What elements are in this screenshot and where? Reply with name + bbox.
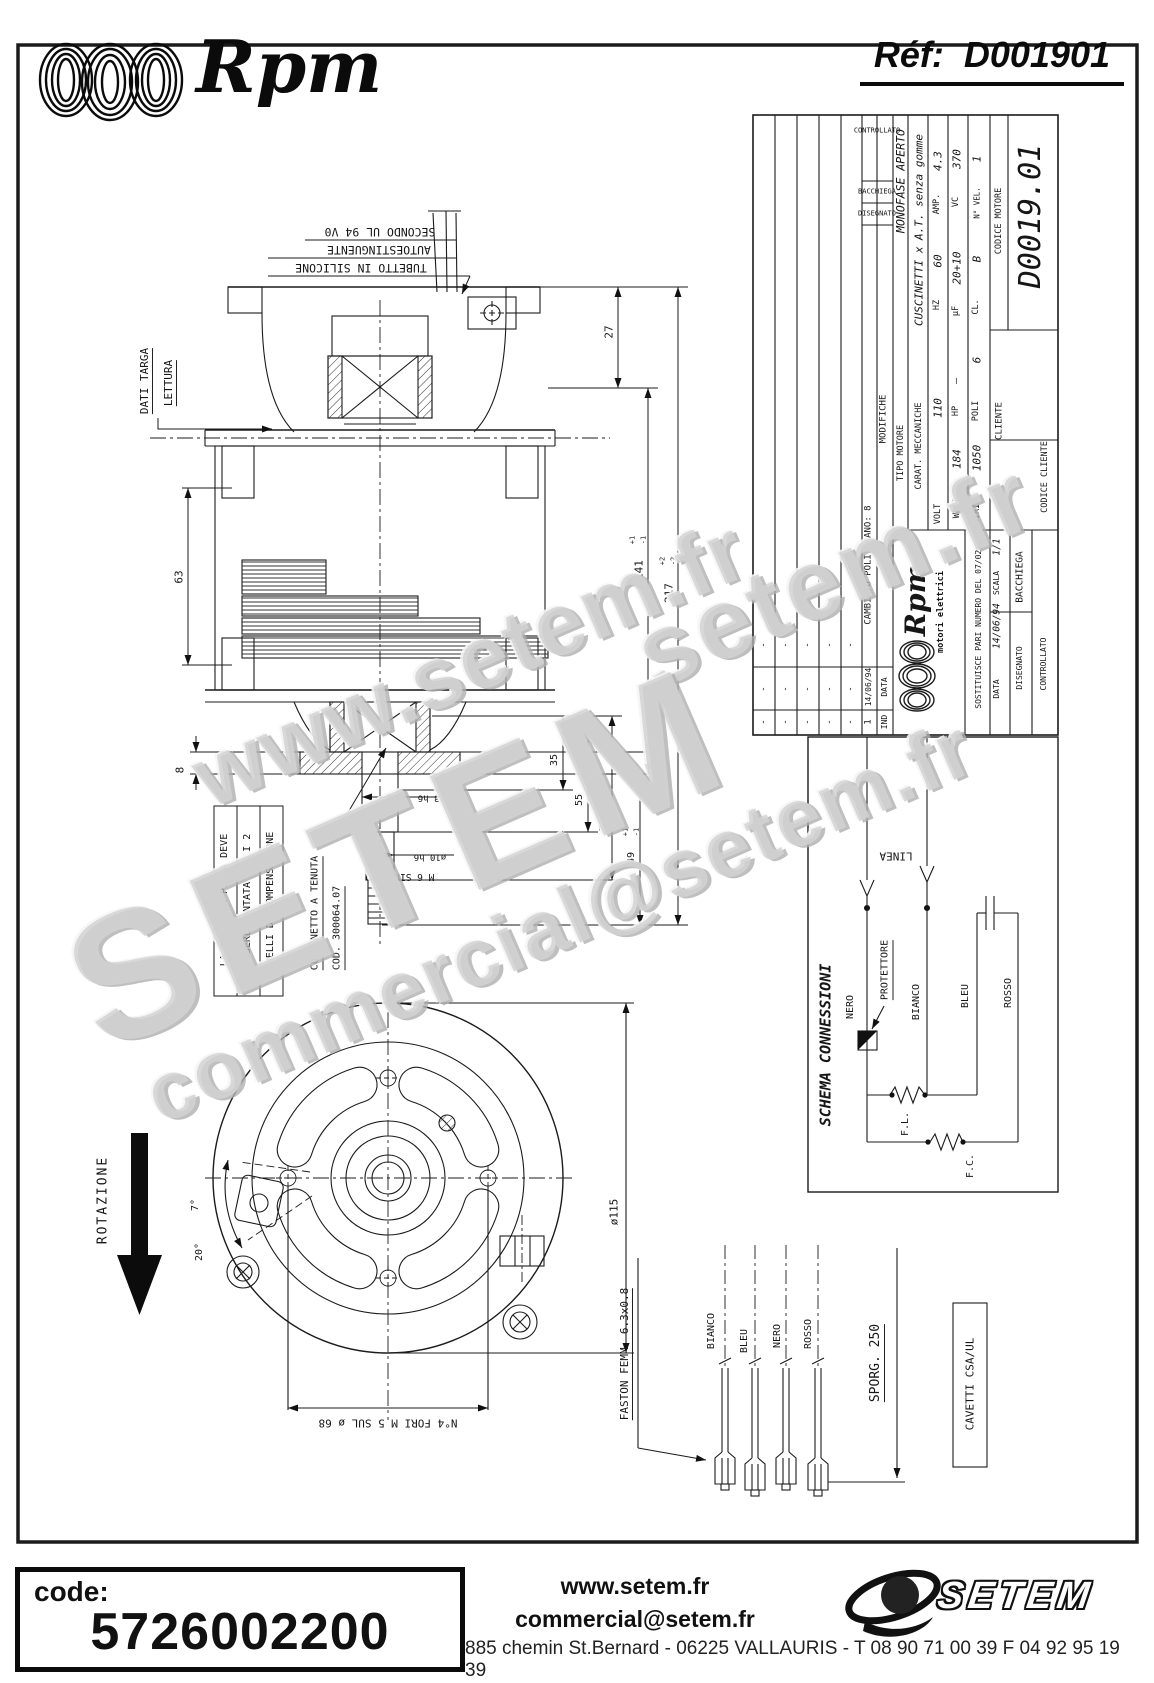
email-text: commercial@setem.fr [515,1606,755,1633]
contact-block: www.setem.fr commercial@setem.fr [470,1570,800,1637]
ref-number: Réf: D001901 [859,34,1124,86]
terminal-wires [637,1245,988,1497]
address-text: 885 chemin St.Bernard - 06225 VALLAURIS … [465,1638,1120,1681]
faston-connectors [714,1451,829,1497]
code-box: code: 5726002200 [15,1567,465,1672]
motor-front-view [205,985,634,1420]
title-block [752,114,1059,736]
rpm-mini-logo-coils [898,640,936,712]
motor-side-view [150,210,652,945]
footer: code: 5726002200 www.setem.fr commercial… [0,1545,1154,1683]
rpm-logo-coils-icon [38,42,184,122]
rpm-brand-text: Rpm [196,24,383,109]
website-text: www.setem.fr [560,1573,710,1599]
ref-label: Réf: [873,34,944,75]
cavetti-box [952,1302,988,1468]
schema-connessioni [807,736,1059,1193]
page-frame [16,43,1139,1544]
dimensions-side-view [157,239,688,997]
code-value: 5726002200 [90,1603,390,1661]
setem-brand-text: SETEM [935,1575,1097,1617]
ref-value: D001901 [963,34,1110,75]
rotation-arrow [117,1133,162,1315]
setem-logo-icon [845,1569,941,1637]
code-label: code: [34,1576,109,1607]
